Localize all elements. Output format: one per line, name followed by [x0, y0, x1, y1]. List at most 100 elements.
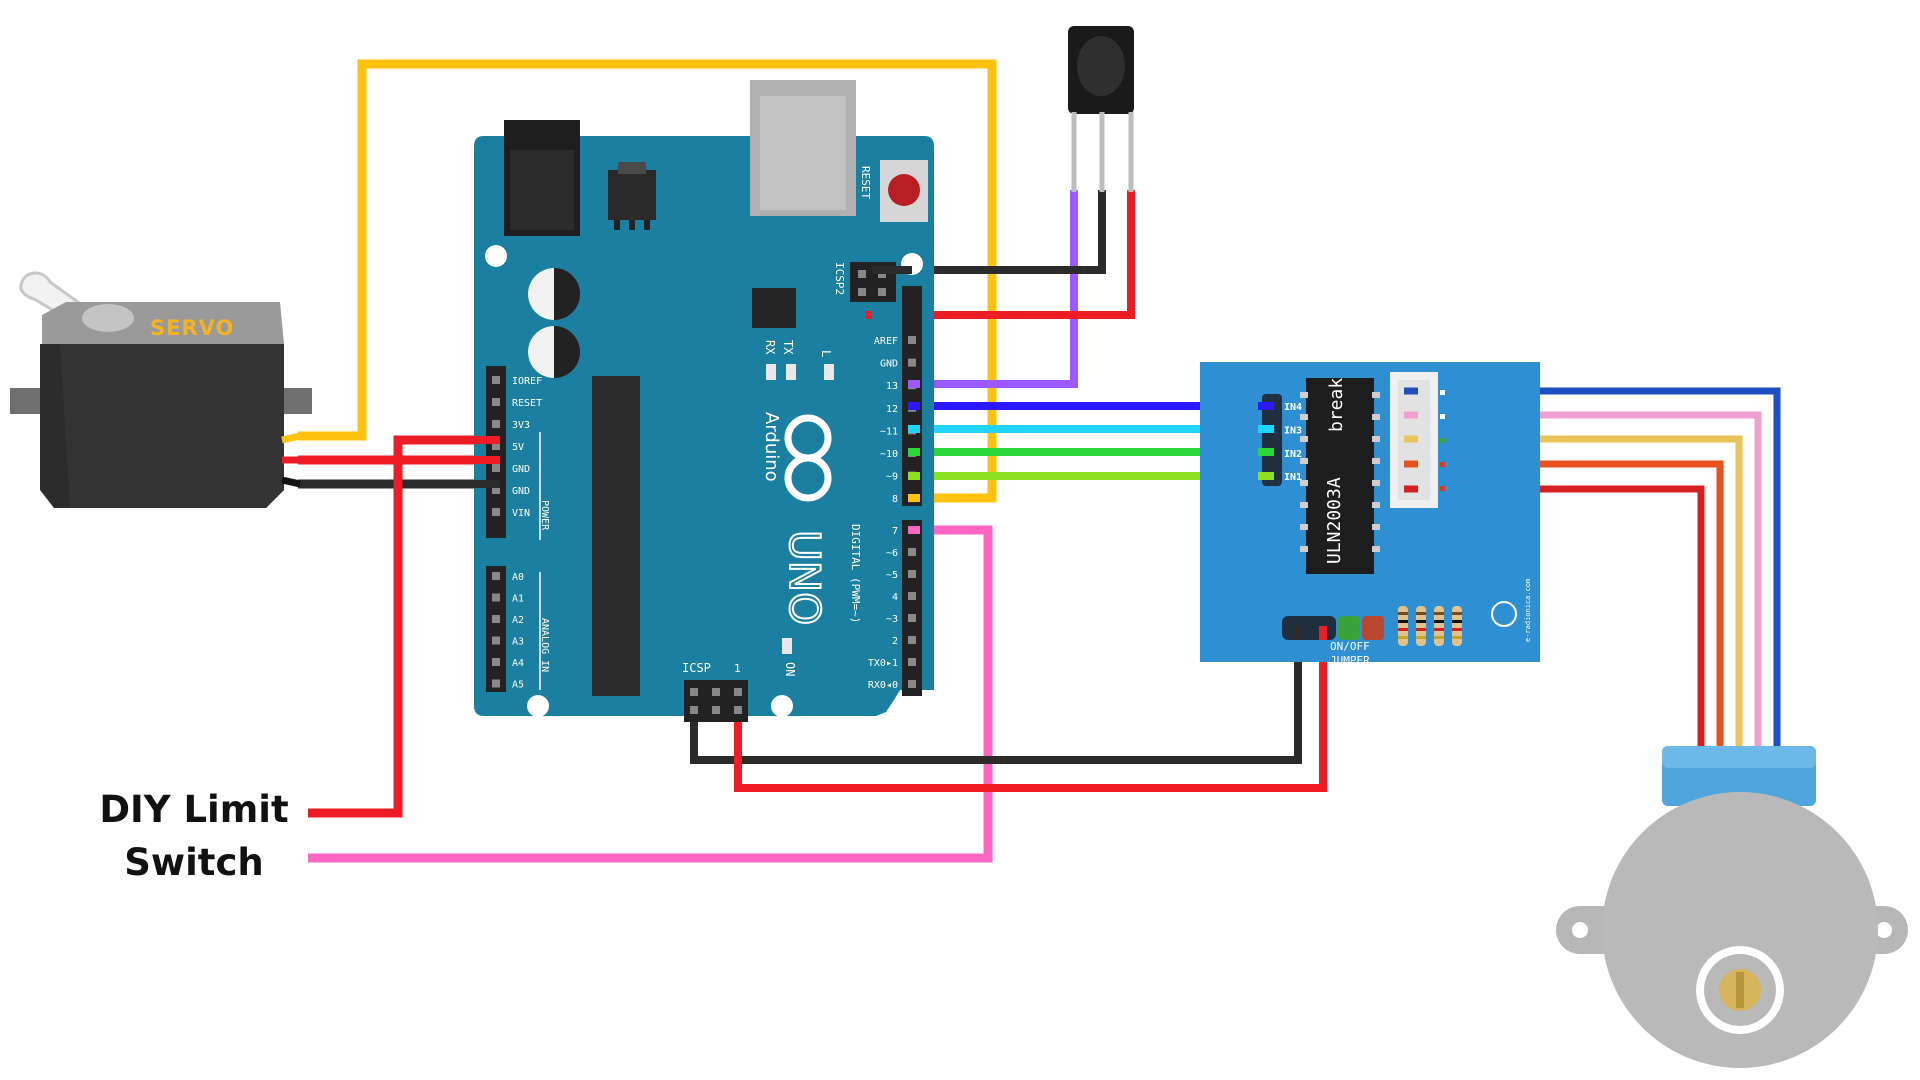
header-pin [908, 658, 916, 666]
stepper-body [1602, 792, 1878, 1068]
chip-leg [1300, 392, 1308, 398]
analog-label: ANALOG IN [539, 618, 550, 672]
resistor-band [1434, 636, 1444, 639]
driver-led [1440, 486, 1445, 491]
on-led [782, 638, 792, 654]
driver-jumper[interactable] [1338, 616, 1360, 640]
chip-leg [1372, 392, 1380, 398]
atmega-microcontroller [592, 376, 640, 696]
digital-pin-label: GND [880, 359, 898, 370]
capacitor-stripe [528, 326, 554, 378]
usb-connector-inner [760, 96, 846, 210]
icsp-pin1-label: 1 [734, 662, 741, 675]
wire-limit-switch-power-red [308, 435, 500, 818]
servo-motor: SERVO [10, 271, 312, 508]
chip-leg [1372, 436, 1380, 442]
onoff-label: ON/OFF [1330, 640, 1370, 653]
analog-header [486, 566, 506, 692]
mounting-hole [485, 245, 507, 267]
wire-limit-switch-signal-pink [308, 525, 993, 863]
power-header [486, 366, 506, 538]
header-pin [492, 658, 500, 666]
header-pin [492, 376, 500, 384]
analog-header-pins [492, 572, 500, 688]
tx-label: TX [781, 340, 795, 355]
header-pin [492, 486, 500, 494]
analog-pin-label: A5 [512, 680, 524, 691]
header-pin [908, 336, 916, 344]
stepper-shaft-flat [1736, 972, 1744, 1008]
chip-leg [1372, 502, 1380, 508]
analog-pin-label: A0 [512, 572, 524, 583]
resistor-band [1398, 612, 1408, 615]
capacitor-stripe [528, 268, 554, 320]
break-label: break [1326, 378, 1347, 432]
header-pin [908, 358, 916, 367]
resistor-band [1434, 628, 1444, 631]
stepper-cable-housing-top [1662, 746, 1816, 768]
ir-receiver [1068, 26, 1134, 192]
resistor-band [1452, 628, 1462, 631]
resistor-band [1416, 636, 1426, 639]
power-pin-label: IOREF [512, 376, 542, 387]
icsp-label: ICSP [682, 661, 711, 675]
power-pin-label: 5V [512, 442, 524, 453]
arduino-wire-ends [470, 266, 920, 534]
chip-leg [1300, 436, 1308, 442]
resistor-band [1434, 612, 1444, 615]
driver-input-label: IN2 [1284, 449, 1302, 460]
regulator-leg [644, 220, 650, 230]
uln2003a-chip [1306, 378, 1374, 574]
header-pin [492, 593, 500, 602]
limit-switch-label-line1: DIY Limit [99, 788, 288, 831]
header-pin [908, 548, 916, 556]
header-pin [492, 508, 500, 516]
header-pin [908, 680, 916, 688]
stepper-motor [1556, 746, 1908, 1068]
header-pin [908, 614, 916, 622]
resistor-band [1452, 612, 1462, 615]
resistor-band [1452, 620, 1462, 623]
driver-power-header [1282, 616, 1336, 640]
dc-power-jack-front [510, 150, 574, 230]
driver-led [1440, 438, 1445, 443]
driver-input-label: IN1 [1284, 472, 1302, 483]
reset-button-cap[interactable] [888, 174, 920, 206]
analog-pin-label: A2 [512, 615, 524, 626]
servo-label: SERVO [150, 316, 234, 340]
header-pin [908, 570, 916, 578]
driver-leds [1440, 390, 1445, 491]
l-led [824, 364, 834, 380]
stepper-ear-right-hole [1876, 922, 1892, 938]
digital-header-bottom [902, 520, 922, 696]
digital-pin-label: ~9 [886, 472, 898, 483]
header-pin [492, 572, 500, 580]
resistor-band [1416, 628, 1426, 631]
chip-leg [1300, 458, 1308, 464]
digital-pin-label: 13 [886, 381, 898, 392]
mounting-hole [527, 695, 549, 717]
chip-leg [1300, 480, 1308, 486]
chip-leg [1372, 458, 1380, 464]
chip-leg [1372, 414, 1380, 420]
driver-input-label: IN3 [1284, 425, 1302, 436]
digital-pin-label: ~10 [880, 449, 898, 460]
icsp-pins [690, 688, 742, 714]
limit-switch-label-line2: Switch [124, 841, 263, 884]
digital-pin-label: 12 [886, 404, 898, 415]
digital-pin-label: AREF [874, 336, 898, 347]
power-pin-label: GND [512, 464, 530, 475]
chip-leg [1300, 546, 1308, 552]
l-label: L [819, 350, 833, 357]
header-pin [492, 420, 500, 428]
driver-jumper[interactable] [1362, 616, 1384, 640]
analog-pin-label: A4 [512, 658, 524, 669]
on-label: ON [783, 662, 797, 676]
chip-label: ULN2003A [1324, 477, 1345, 564]
wire-driver-power-red [734, 628, 1327, 792]
